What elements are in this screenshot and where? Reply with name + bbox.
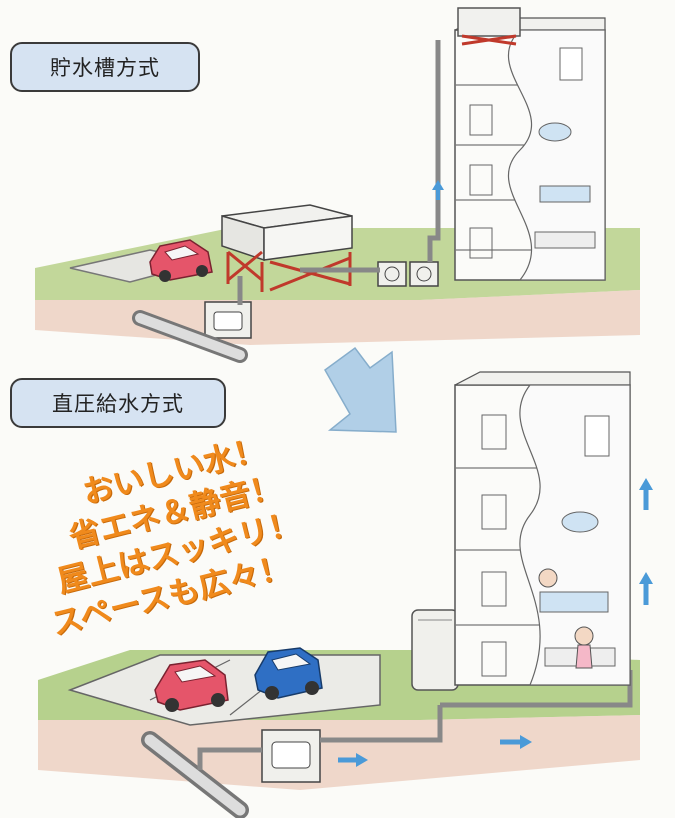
- ground-storage-tank: [221, 204, 353, 292]
- pump-units: [377, 261, 439, 287]
- flow-arrow-2: [500, 735, 532, 749]
- car-red-bottom: [154, 659, 229, 712]
- car-red-top: [149, 239, 213, 282]
- up-arrow-bottom-1: [639, 478, 653, 510]
- water-meter-box-bottom: [261, 729, 321, 783]
- storage-tank-scene: [35, 7, 640, 363]
- label-storage-tank-method: 貯水槽方式: [10, 42, 200, 92]
- flow-arrow-1: [338, 753, 368, 767]
- up-arrow-top: [432, 180, 444, 200]
- soil-bottom: [38, 715, 640, 790]
- transition-arrow: [324, 346, 397, 433]
- building-bottom: [454, 371, 631, 686]
- water-meter-box-top: [204, 301, 252, 339]
- label-direct-supply-method: 直圧給水方式: [10, 378, 226, 428]
- direct-supply-scene: [38, 371, 653, 818]
- rooftop-tank: [457, 7, 521, 46]
- up-arrow-bottom-2: [639, 572, 653, 605]
- meter-cabinet: [411, 609, 459, 691]
- building-top: [454, 17, 606, 281]
- car-blue-bottom: [254, 647, 323, 700]
